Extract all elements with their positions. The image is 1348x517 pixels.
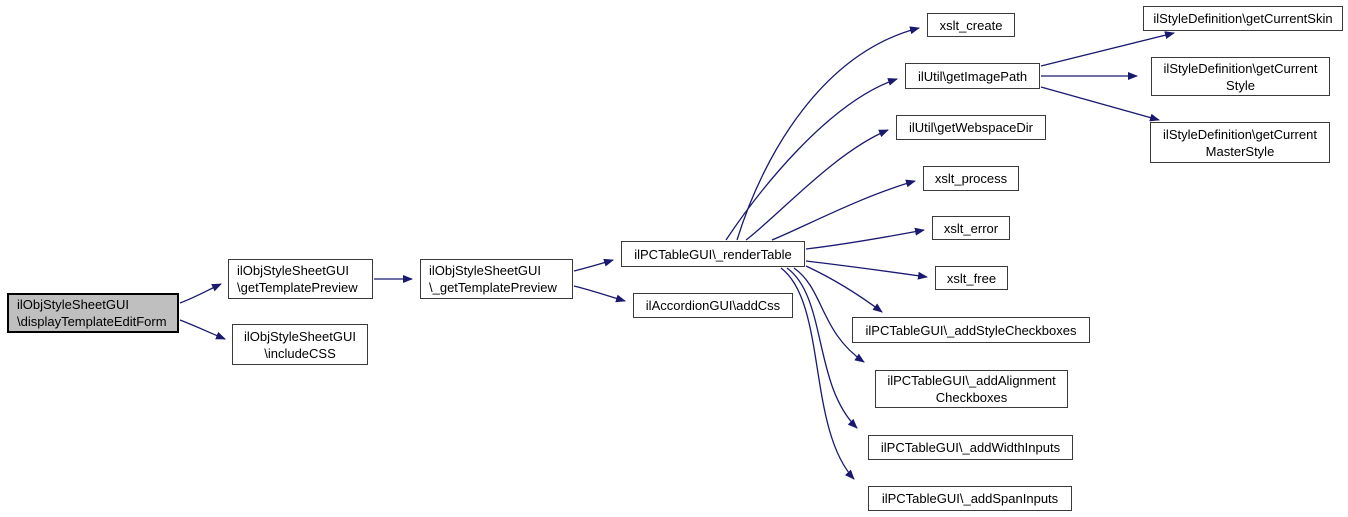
node-label-line: ilUtil\getWebspaceDir (908, 120, 1034, 135)
node-label-line: \includeCSS (264, 345, 336, 361)
node-xslt_error[interactable]: xslt_error (932, 216, 1010, 240)
node-label-line: ilObjStyleSheetGUI (429, 263, 541, 278)
node-getCurrentMasterStyle[interactable]: ilStyleDefinition\getCurrent MasterStyle (1150, 122, 1330, 163)
edge-getImagePath-to-getCurrentMasterStyle (1040, 86, 1160, 122)
node-_getTemplatePreview[interactable]: ilObjStyleSheetGUI \_getTemplatePreview (420, 259, 573, 299)
node-getImagePath[interactable]: ilUtil\getImagePath (905, 63, 1040, 89)
node-label-line: \displayTemplateEditForm (17, 314, 167, 329)
edge-_renderTable-to-_addSpanInputs (780, 267, 855, 480)
node-_addSpanInputs[interactable]: ilPCTableGUI\_addSpanInputs (868, 486, 1072, 511)
edge-_getTemplatePreview-to-addCss (573, 285, 626, 303)
node-label-line: ilStyleDefinition\getCurrent (1163, 126, 1317, 142)
node-label-line: \getTemplatePreview (237, 280, 358, 295)
node-_addWidthInputs[interactable]: ilPCTableGUI\_addWidthInputs (868, 435, 1073, 460)
edge-_renderTable-to-xslt_create (736, 26, 920, 241)
node-addCss[interactable]: ilAccordionGUI\addCss (633, 293, 793, 318)
edge-_renderTable-to-xslt_error (805, 227, 925, 250)
node-_renderTable[interactable]: ilPCTableGUI\_renderTable (621, 241, 805, 267)
node-label-line: xslt_create (939, 17, 1003, 33)
edge-_getTemplatePreview-to-_renderTable (573, 258, 614, 272)
edge-getImagePath-to-getCurrentSkin (1040, 31, 1175, 67)
edge-_renderTable-to-xslt_free (805, 260, 928, 280)
edge-display-to-getTemplatePreview (179, 283, 222, 304)
edge-_renderTable-to-xslt_process (771, 179, 916, 241)
node-label-line: ilPCTableGUI\_addStyleCheckboxes (865, 322, 1077, 338)
node-_addStyleCheckboxes[interactable]: ilPCTableGUI\_addStyleCheckboxes (852, 317, 1090, 343)
node-label-line: ilObjStyleSheetGUI (237, 263, 349, 278)
node-label-line: ilStyleDefinition\getCurrent (1163, 60, 1318, 76)
edge-display-to-includeCSS (179, 319, 226, 340)
node-label-line: ilObjStyleSheetGUI (244, 328, 356, 344)
node-label-line: \_getTemplatePreview (429, 280, 557, 295)
node-label-line: ilPCTableGUI\_addSpanInputs (881, 491, 1059, 506)
node-xslt_create[interactable]: xslt_create (927, 13, 1015, 37)
node-label-line: ilObjStyleSheetGUI (17, 297, 129, 312)
node-xslt_free[interactable]: xslt_free (935, 266, 1008, 290)
node-getWebspaceDir[interactable]: ilUtil\getWebspaceDir (896, 115, 1046, 140)
node-label-line: ilAccordionGUI\addCss (645, 298, 781, 313)
node-label-line: xslt_error (943, 220, 999, 236)
node-label-line: ilStyleDefinition\getCurrentSkin (1153, 11, 1333, 26)
node-_addAlignmentCheckboxes[interactable]: ilPCTableGUI\_addAlignment Checkboxes (875, 370, 1068, 408)
edge-_renderTable-to-getImagePath (725, 78, 898, 241)
node-label-line: xslt_free (946, 270, 997, 286)
node-label-line: ilPCTableGUI\_addAlignment (887, 373, 1056, 388)
node-getCurrentSkin[interactable]: ilStyleDefinition\getCurrentSkin (1143, 6, 1343, 31)
node-label-line: xslt_process (934, 171, 1008, 186)
node-label-line: Style (1226, 77, 1255, 93)
node-label-line: ilPCTableGUI\_addWidthInputs (880, 440, 1061, 455)
edge-_renderTable-to-getWebspaceDir (745, 129, 889, 241)
node-label-line: MasterStyle (1205, 143, 1275, 159)
node-label-line: ilUtil\getImagePath (917, 68, 1028, 84)
edge-_renderTable-to-_addWidthInputs (786, 267, 858, 429)
node-displayTemplateEditForm: ilObjStyleSheetGUI \displayTemplateEditF… (7, 293, 179, 333)
node-getTemplatePreview[interactable]: ilObjStyleSheetGUI \getTemplatePreview (228, 259, 373, 299)
edge-_renderTable-to-_addAlignmentCheckboxes (793, 267, 865, 363)
node-label-line: ilPCTableGUI\_renderTable (634, 246, 792, 262)
node-label-line: Checkboxes (935, 390, 1008, 405)
node-getCurrentStyle[interactable]: ilStyleDefinition\getCurrent Style (1151, 57, 1330, 96)
edge-_renderTable-to-_addStyleCheckboxes (805, 265, 883, 313)
node-xslt_process[interactable]: xslt_process (923, 166, 1019, 191)
node-includeCSS[interactable]: ilObjStyleSheetGUI \includeCSS (232, 324, 368, 365)
